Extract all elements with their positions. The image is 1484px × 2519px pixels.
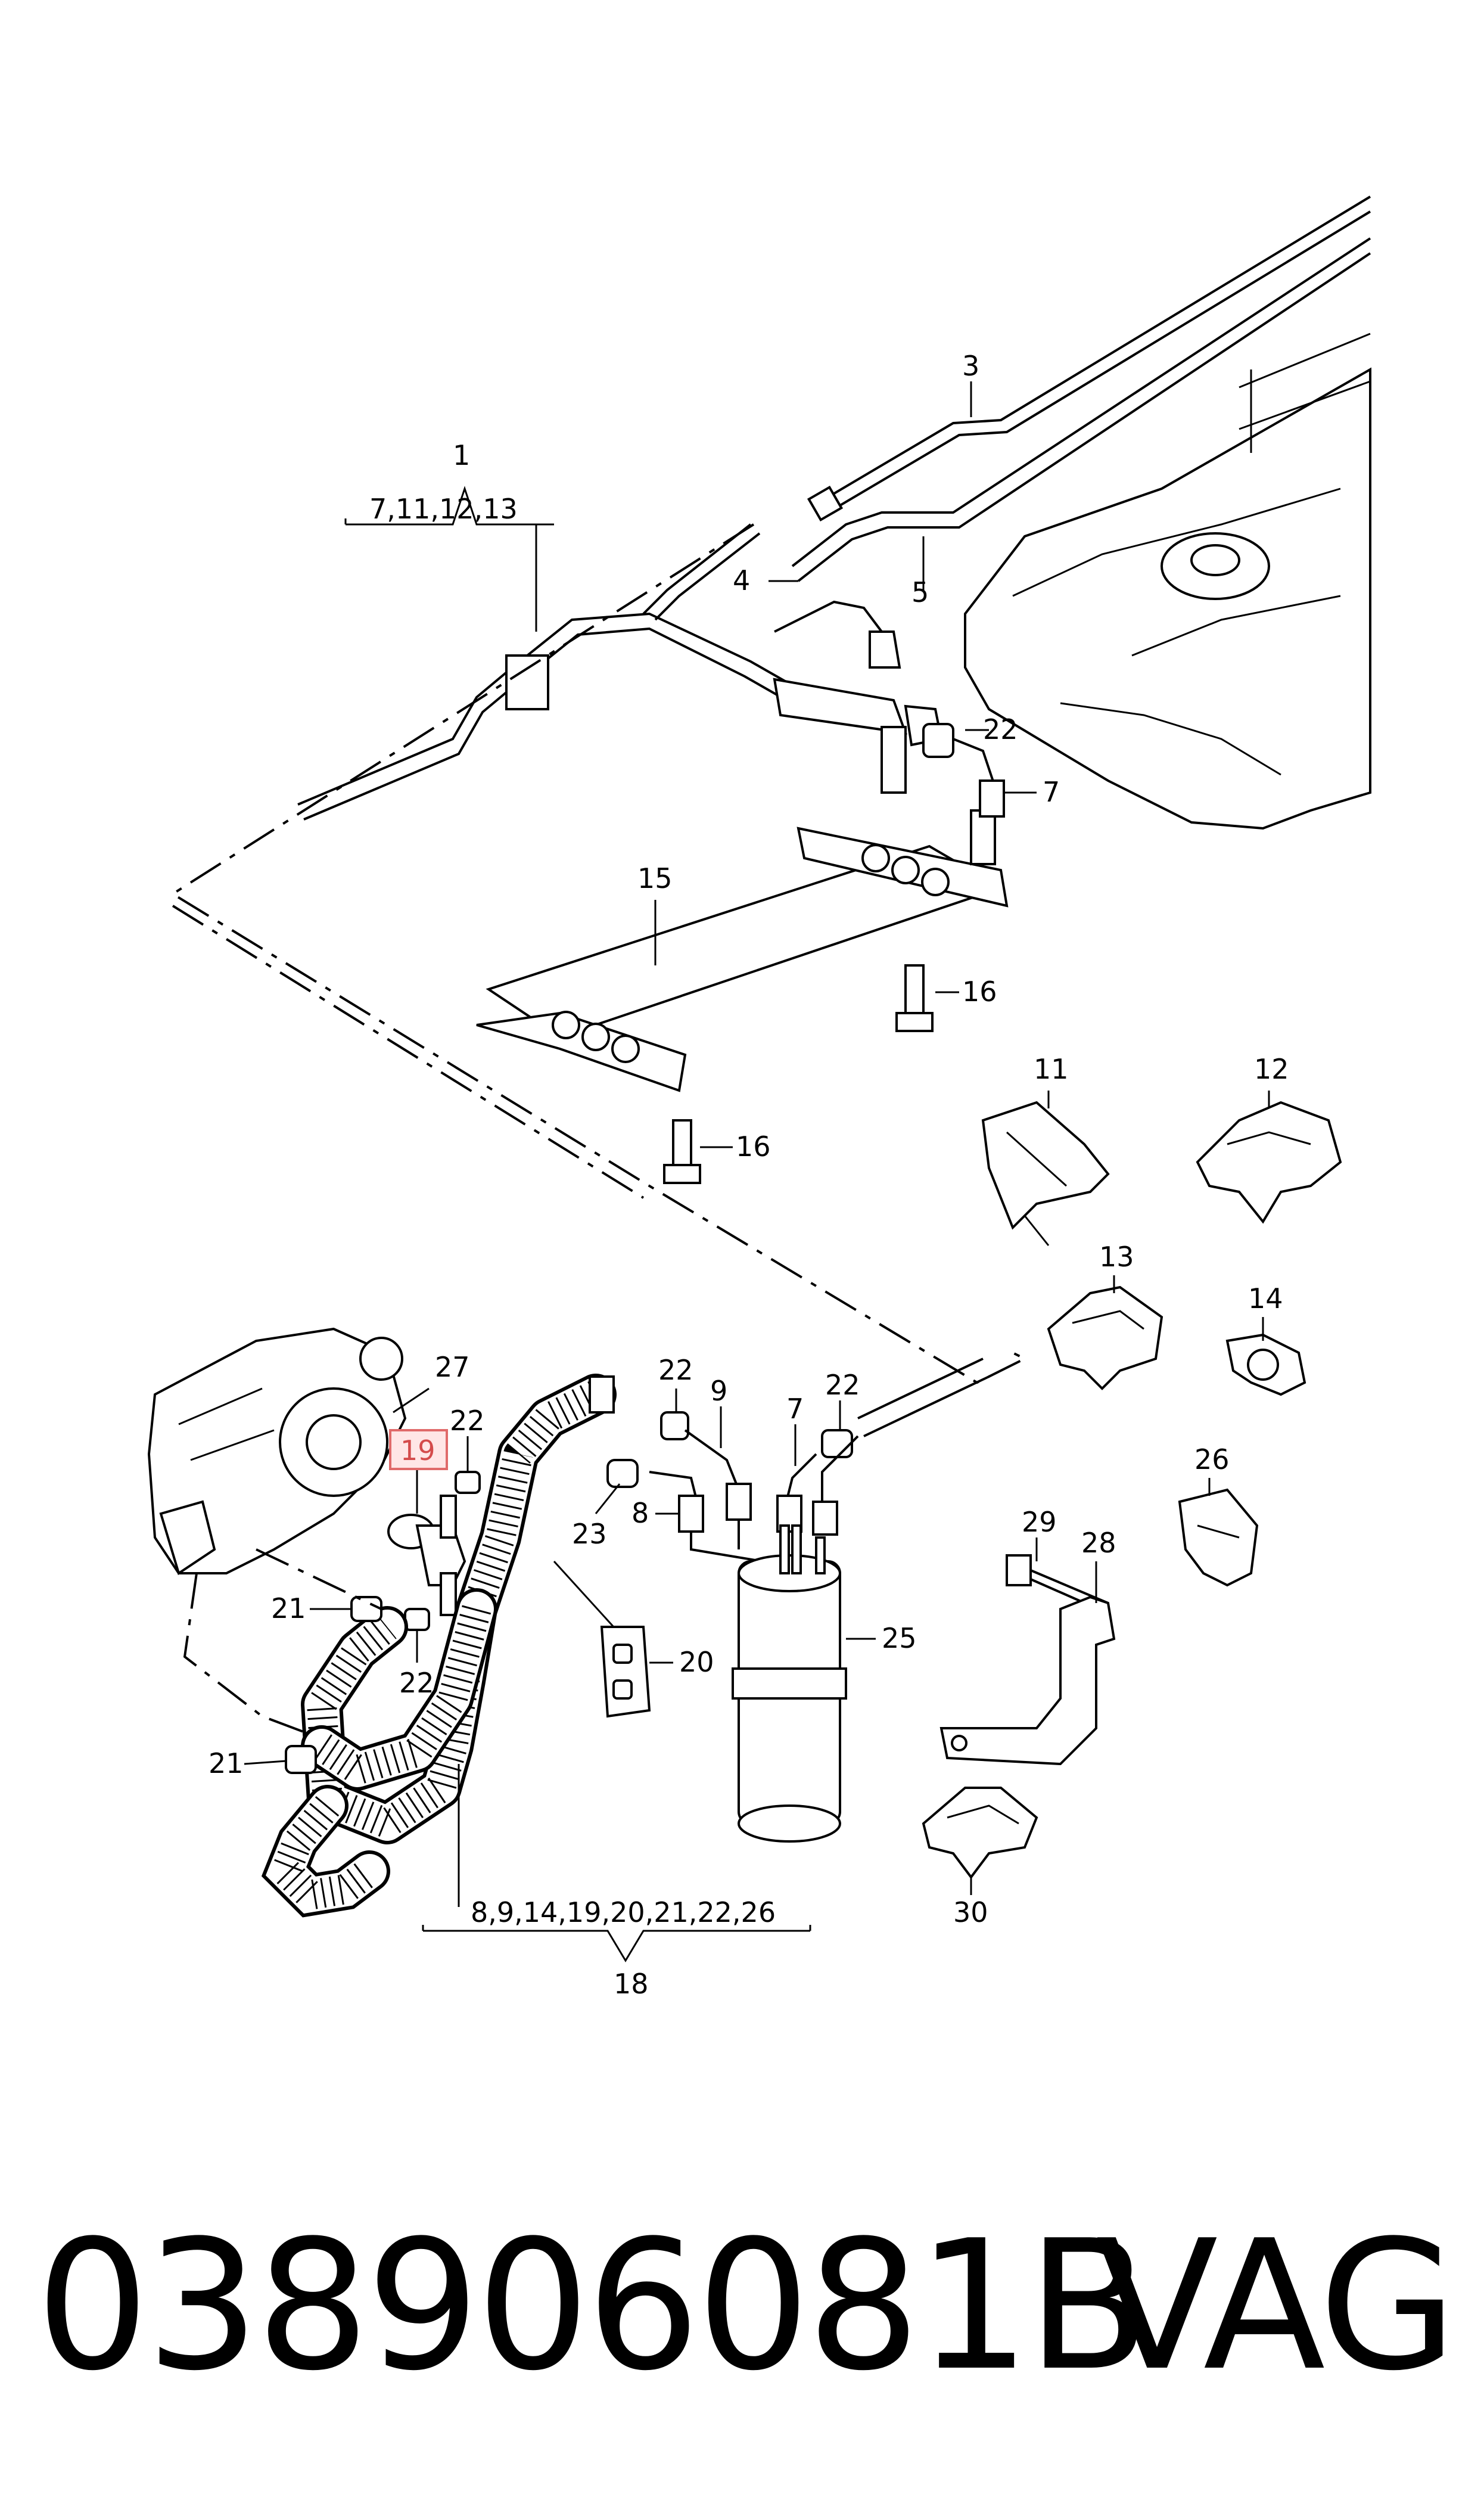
clip-22-near-19-bottom xyxy=(404,1608,430,1631)
clip-22-upper xyxy=(922,723,1005,818)
callout-14: 14 xyxy=(1248,1282,1283,1315)
fuel-lines-upper xyxy=(774,195,1371,669)
clip-14 xyxy=(1225,1333,1306,1396)
callout-16-left: 16 xyxy=(736,1130,771,1163)
callout-12: 12 xyxy=(1254,1053,1289,1085)
clip-22-right xyxy=(812,1358,990,1536)
callout-labels: 1 7,11,12,13 3 4 5 22 7 15 16 16 11 12 1… xyxy=(209,350,1289,2000)
bracket-28 xyxy=(939,1595,1116,1766)
callout-20: 20 xyxy=(679,1646,714,1678)
clip-21-lower xyxy=(285,1745,317,1774)
clip-26 xyxy=(1178,1488,1259,1587)
callout-16-right: 16 xyxy=(962,976,997,1008)
callout-1-sub: 7,11,12,13 xyxy=(369,493,518,525)
callout-27: 27 xyxy=(435,1351,470,1383)
callout-22-near-19-top: 22 xyxy=(450,1405,485,1437)
fuel-tank xyxy=(964,333,1371,830)
callout-28: 28 xyxy=(1081,1527,1116,1559)
clip-22-near-19-top xyxy=(455,1471,481,1494)
callout-18: 18 xyxy=(614,1968,649,2000)
clip-30 xyxy=(922,1787,1038,1880)
callout-19-highlight xyxy=(389,1429,448,1470)
cooler-15 xyxy=(476,726,1009,1092)
brand-label: VAG xyxy=(1096,2202,1457,2410)
clip-13 xyxy=(1047,1285,1163,1390)
line-assembly-1 xyxy=(297,523,943,821)
callout-25: 25 xyxy=(882,1622,917,1654)
callout-11: 11 xyxy=(1034,1053,1069,1085)
callout-29: 29 xyxy=(1022,1506,1057,1538)
callout-26: 26 xyxy=(1194,1443,1230,1476)
callout-9: 9 xyxy=(710,1375,727,1407)
clip-20 xyxy=(600,1626,651,1718)
callout-18-sub: 8,9,14,19,20,21,22,26 xyxy=(471,1896,776,1928)
filter-25 xyxy=(690,1520,847,1843)
callout-15: 15 xyxy=(637,862,673,894)
callout-13: 13 xyxy=(1099,1241,1134,1273)
bolt-16-left xyxy=(663,1119,733,1184)
callout-8: 8 xyxy=(631,1497,649,1529)
callout-22-right: 22 xyxy=(825,1369,860,1401)
callout-21-lower: 21 xyxy=(209,1747,244,1779)
footer: 038906081B VAG xyxy=(24,2217,1466,2467)
callout-23: 23 xyxy=(572,1518,607,1550)
exploded-parts-diagram: 1 7,11,12,13 3 4 5 22 7 15 16 16 11 12 1… xyxy=(147,195,1371,2000)
callout-22-upper: 22 xyxy=(983,713,1018,746)
callout-30: 30 xyxy=(953,1896,988,1928)
engine-27 xyxy=(147,1327,430,1576)
callout-5: 5 xyxy=(911,576,929,608)
callout-7-lower: 7 xyxy=(786,1393,804,1425)
callout-3: 3 xyxy=(962,350,979,382)
valve-19 xyxy=(387,1495,466,1616)
callout-1: 1 xyxy=(453,439,470,471)
clip-21-upper xyxy=(350,1596,382,1622)
leader-lines xyxy=(183,381,1270,1962)
clip-22-middle xyxy=(660,1411,689,1440)
clip-11 xyxy=(981,1101,1110,1246)
callout-19: 19 xyxy=(400,1434,435,1467)
callout-22-middle: 22 xyxy=(658,1354,693,1386)
part-number: 038906081B xyxy=(36,2202,1150,2410)
fitting-7-lower xyxy=(776,1453,817,1533)
fitting-8 xyxy=(649,1471,704,1533)
bolt-16-right xyxy=(895,964,959,1032)
hose-assembly-18 xyxy=(261,1374,617,1918)
assembly-boundary xyxy=(170,523,1028,1384)
callout-21-upper: 21 xyxy=(271,1592,306,1625)
fitting-23 xyxy=(606,1459,639,1488)
callout-4: 4 xyxy=(733,564,750,597)
callout-22-near-19-bottom: 22 xyxy=(399,1667,434,1699)
clip-12 xyxy=(1196,1101,1342,1224)
callout-7-upper: 7 xyxy=(1043,776,1060,808)
